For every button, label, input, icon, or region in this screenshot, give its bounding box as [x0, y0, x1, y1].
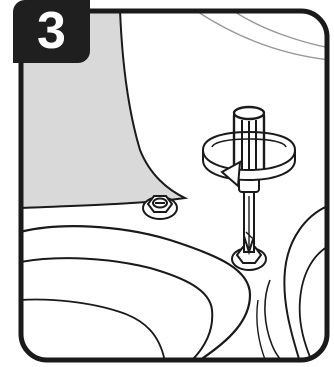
step-number-badge: 3	[13, 0, 90, 63]
scene	[20, 10, 330, 366]
bowl-rim	[284, 205, 330, 362]
left-seat-bolt	[143, 196, 177, 219]
seat-outline	[20, 300, 165, 363]
step-number: 3	[37, 5, 66, 57]
bowl-contour	[195, 10, 330, 60]
seat-outline	[20, 226, 250, 360]
